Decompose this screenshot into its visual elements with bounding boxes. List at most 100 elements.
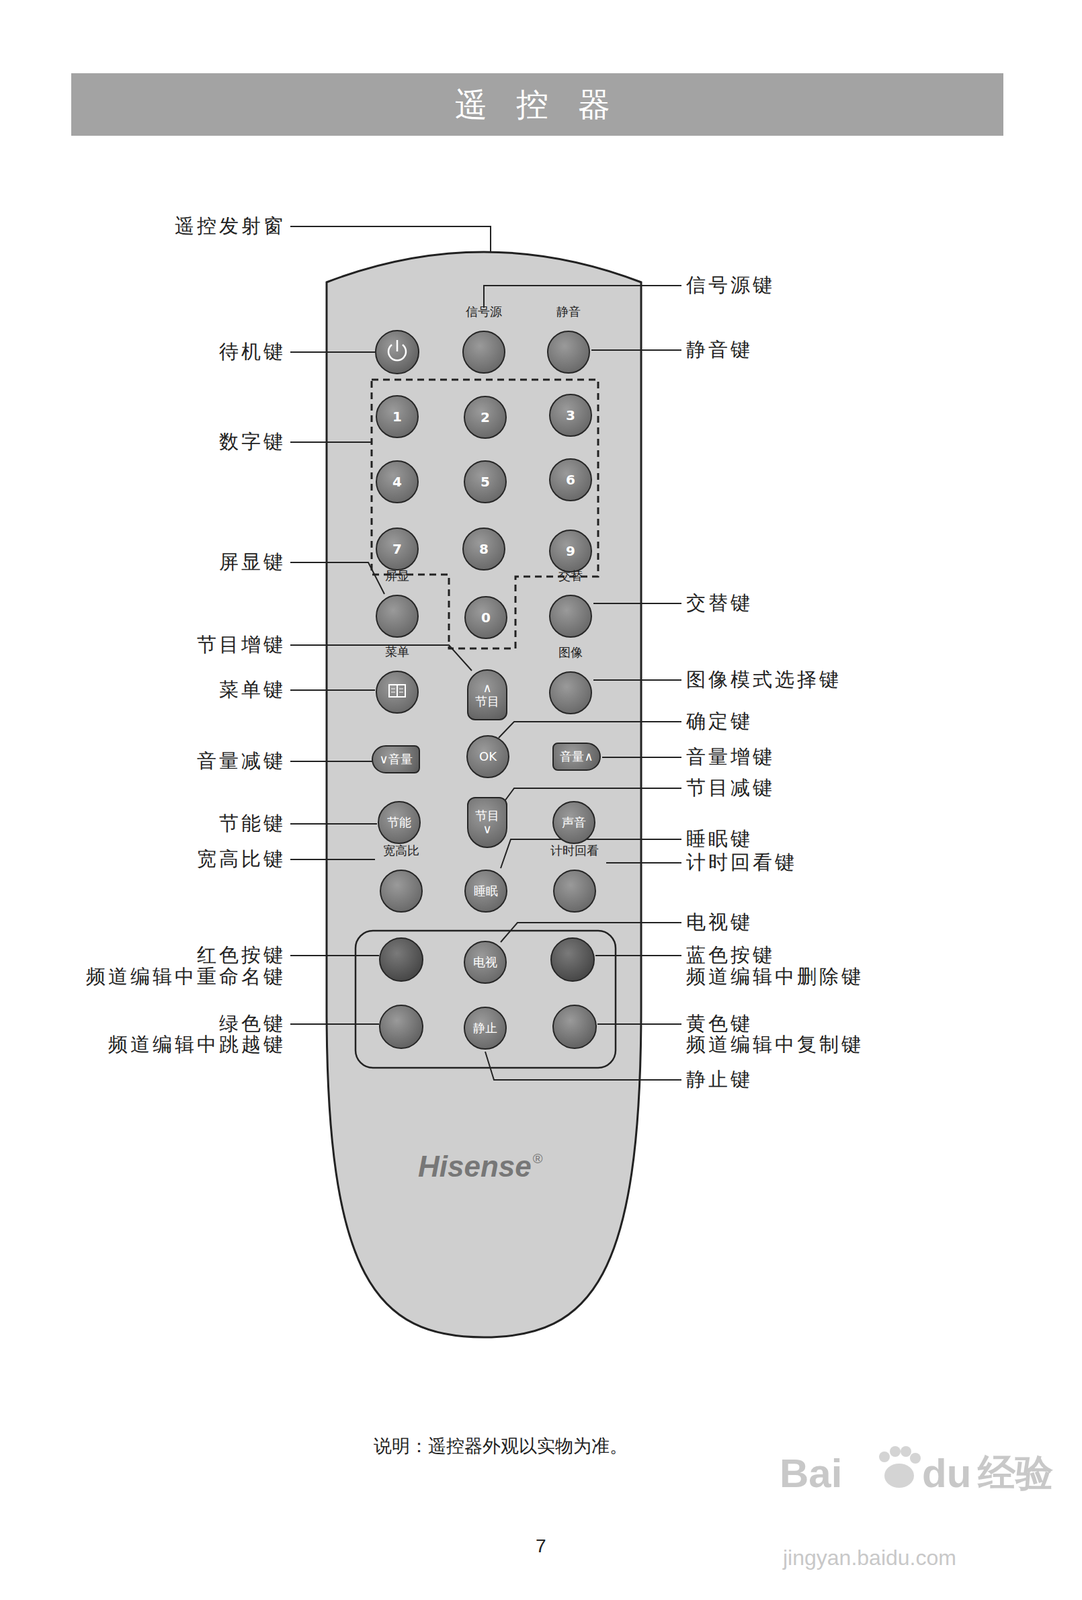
caption-row: 说明：遥控器外观以实物为准。 [0,1434,1082,1459]
brand-logo: Hisense [418,1149,532,1185]
labelled-button: 静音 [547,330,591,374]
callout-label: 信号源键 [686,274,775,297]
remote-button: 9 [549,529,593,573]
button-caption: 静音 [556,303,581,320]
menu-icon [388,684,406,701]
green-button [379,1005,423,1049]
button-caption: 屏显 [385,567,410,585]
yellow-button [553,1005,597,1049]
button-text: 5 [480,474,490,490]
labelled-button: 屏显 [375,594,419,638]
callout-label: 菜单键 [219,678,286,701]
button-text: 电视 [473,955,498,970]
button-caption: 菜单 [385,643,410,660]
button-text: 音量∧ [559,750,593,764]
button-caption: 信号源 [465,303,503,320]
callout-label: 黄色键 [686,1012,753,1035]
button-text: 3 [565,407,576,423]
callout-label: 确定键 [686,710,753,733]
callout-label: 红色按键 [196,944,286,967]
power-button [375,330,419,374]
watermark: du [922,1450,972,1497]
button-text: 4 [392,474,402,490]
power-symbol [396,340,399,352]
button-text: ∨ [482,822,492,837]
color-key-group [355,930,616,1068]
remote-button: 2 [463,395,507,439]
watermark: Bai [779,1450,843,1497]
remote-body [326,252,642,1338]
button-text: 8 [479,541,489,557]
callout-label: 屏显键 [219,551,286,574]
registered-mark: ® [532,1151,544,1167]
page-number: 7 [535,1535,547,1558]
button-text: 9 [565,543,576,559]
remote-button: 音量∧ [552,742,601,771]
red-button [379,938,423,982]
callout-label: 电视键 [686,911,753,934]
button-text: 睡眠 [473,884,498,898]
labelled-button: 信号源 [462,330,506,374]
button-text: OK [479,750,497,764]
remote-button: 1 [375,395,419,439]
labelled-button: 计时回看 [553,869,597,913]
callout-label: 数字键 [219,430,286,453]
callout-label: 遥控发射窗 [174,215,286,238]
remote-button: 睡眠 [464,869,508,913]
remote-button: 5 [463,460,507,504]
labelled-button: 交替 [549,594,593,638]
callout-label: 静音键 [686,338,753,361]
callout-label: 音量减键 [196,750,286,773]
remote-button: 3 [549,393,593,437]
callout-label: 绿色键 [219,1012,286,1035]
leader-lines [290,226,682,1080]
remote-button: 静止 [463,1006,507,1050]
labelled-button: 宽高比 [379,869,423,913]
button-text: 节目 [475,694,500,709]
callout-label: 频道编辑中删除键 [686,965,864,988]
watermark: 经验 [977,1451,1054,1495]
callout-label: 音量增键 [686,745,775,769]
callout-label: 频道编辑中跳越键 [108,1033,286,1056]
callout-label: 频道编辑中复制键 [686,1033,864,1056]
remote-button: 4 [375,460,419,504]
button-text: 1 [392,409,402,425]
button-text: 声音 [561,815,587,830]
callout-label: 睡眠键 [686,827,753,851]
button-text: ∨音量 [379,752,412,767]
watermark-paw [879,1446,921,1488]
button-text: 节目 [475,809,500,823]
button-text: 7 [392,541,402,557]
button-caption: 交替 [558,567,583,585]
callout-label: 待机键 [219,340,286,363]
button-text: 节能 [387,815,412,830]
labelled-button: 菜单 [375,670,419,714]
page-title: 遥 控 器 [454,83,620,127]
callout-label: 图像模式选择键 [686,668,842,691]
remote-button: 8 [462,527,506,571]
digit-region [371,379,599,649]
button-text: 6 [565,472,576,488]
labelled-button: 图像 [549,671,593,715]
button-text: ∧ [482,681,492,695]
callout-label: 交替键 [686,592,753,615]
remote-button: 电视 [463,940,507,984]
button-caption: 图像 [558,644,583,661]
remote-button: 7 [375,527,419,571]
callout-label: 频道编辑中重命名键 [86,965,286,988]
callout-label: 计时回看键 [686,851,798,874]
callout-label: 节目增键 [196,633,286,656]
remote-button: 0 [464,596,508,640]
callout-label: 宽高比键 [196,848,286,871]
blue-button [551,938,595,982]
caption: 说明：遥控器外观以实物为准。 [373,1435,628,1457]
callout-label: 节能键 [219,812,286,835]
remote-button: 6 [549,458,593,502]
remote-button: ∧节目 [467,669,508,721]
button-caption: 宽高比 [383,842,420,859]
remote-button: 声音 [552,801,596,845]
watermark-url: jingyan.baidu.com [782,1545,957,1571]
title-band: 遥 控 器 [71,73,1004,136]
button-text: 静止 [473,1021,498,1035]
